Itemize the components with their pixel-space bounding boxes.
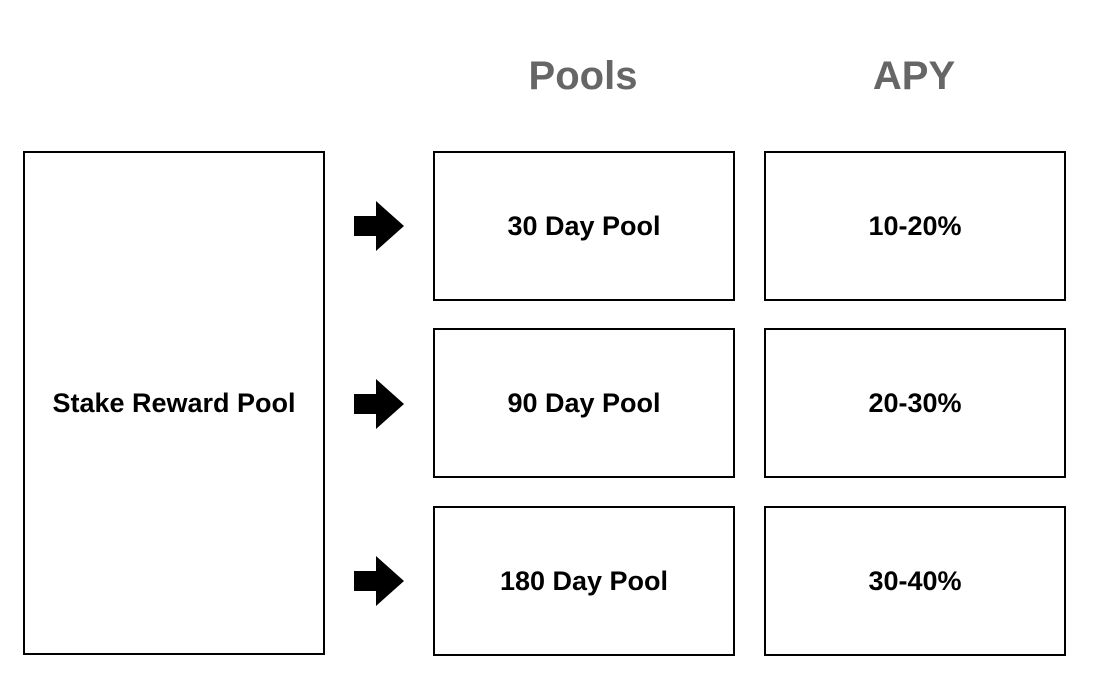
arrow-right-icon	[354, 379, 404, 429]
stake-reward-pool-box: Stake Reward Pool	[23, 151, 325, 655]
apy-value: 30-40%	[868, 565, 962, 596]
apy-value: 20-30%	[868, 387, 962, 418]
apy-value: 10-20%	[868, 210, 962, 241]
apy-box-90-day: 20-30%	[764, 328, 1066, 478]
arrow-right-icon	[354, 556, 404, 606]
apy-box-30-day: 10-20%	[764, 151, 1066, 301]
pool-box-180-day: 180 Day Pool	[433, 506, 735, 656]
pool-box-30-day: 30 Day Pool	[433, 151, 735, 301]
pool-label: 180 Day Pool	[499, 565, 669, 596]
pools-header: Pools	[528, 54, 638, 98]
arrow-right-icon	[354, 201, 404, 251]
pool-label: 90 Day Pool	[507, 387, 661, 418]
stake-reward-pool-label: Stake Reward Pool	[52, 387, 296, 418]
pool-box-90-day: 90 Day Pool	[433, 328, 735, 478]
pool-label: 30 Day Pool	[507, 210, 661, 241]
apy-box-180-day: 30-40%	[764, 506, 1066, 656]
apy-header: APY	[872, 54, 956, 98]
